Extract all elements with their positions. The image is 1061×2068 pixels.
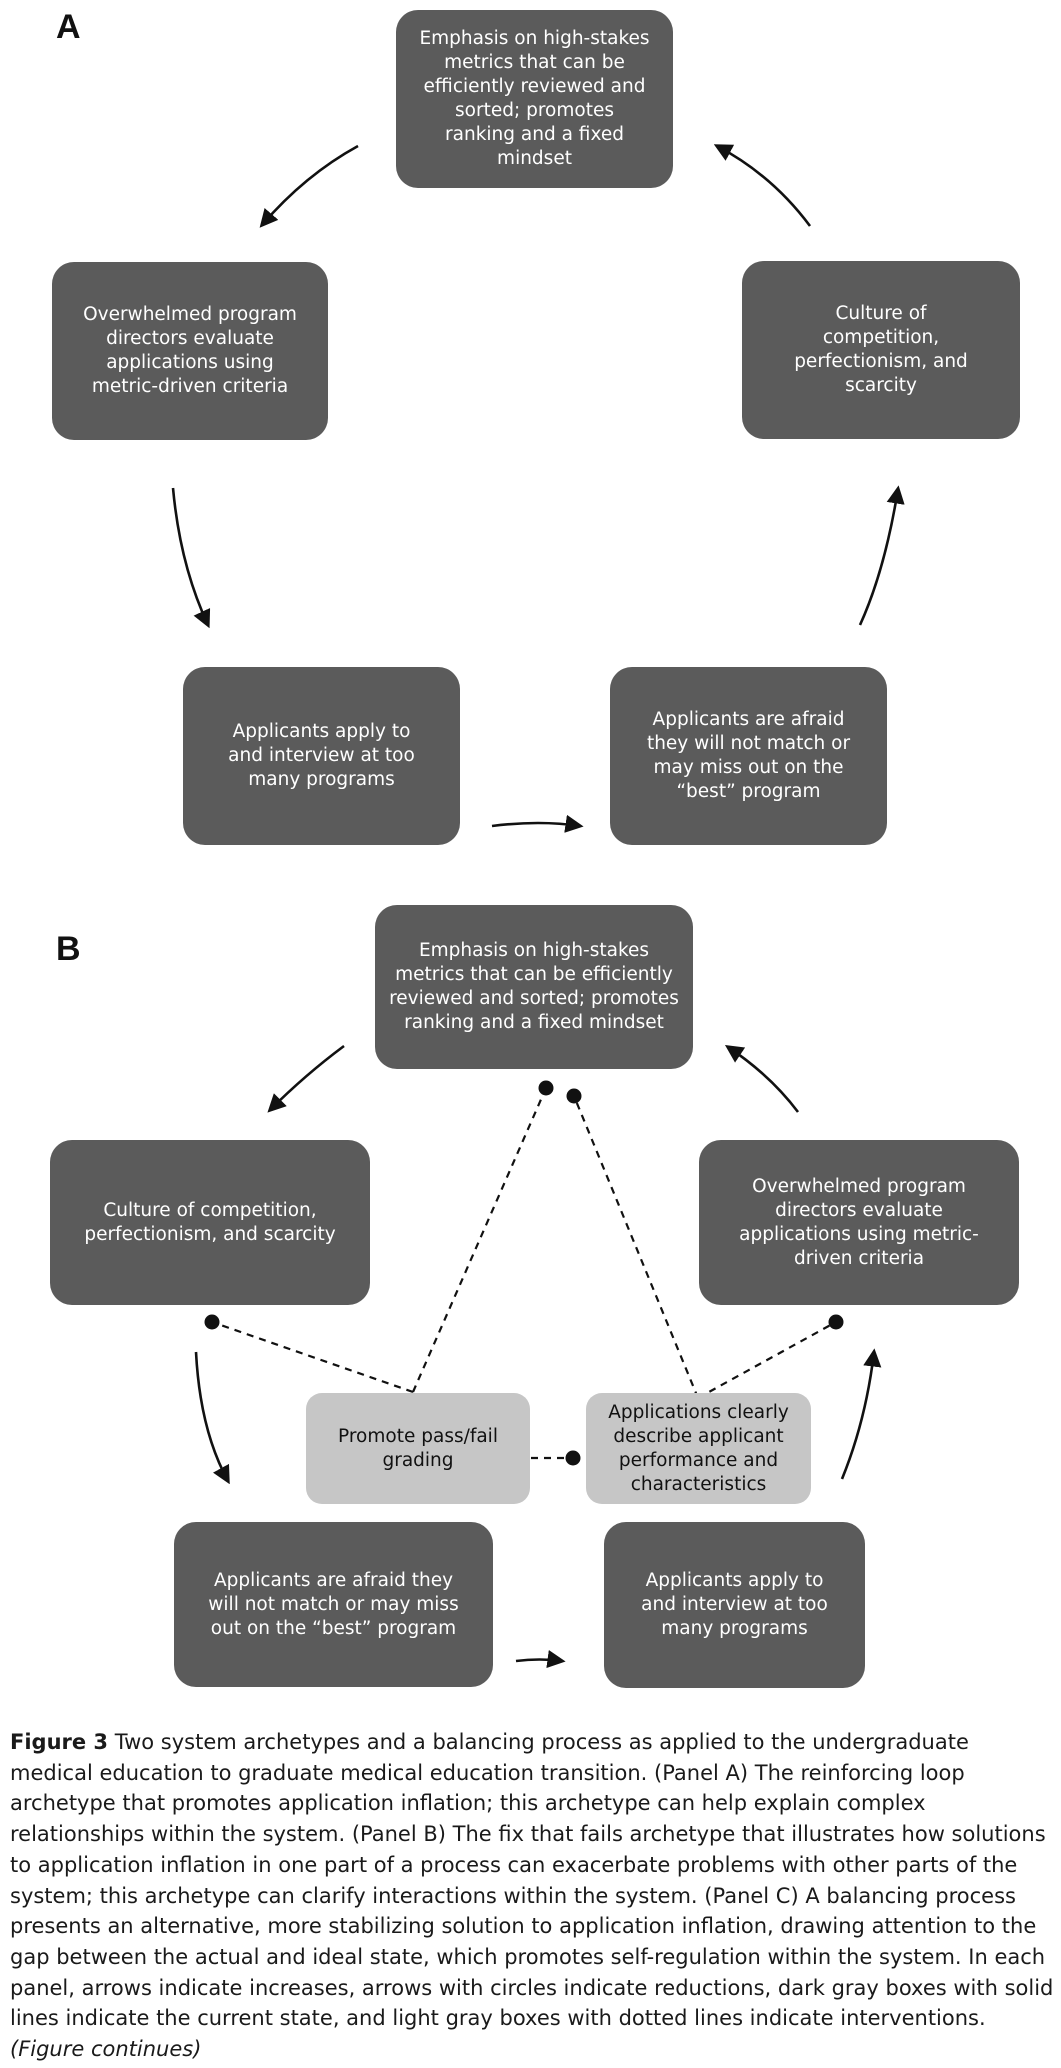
panel-b-afraid-box: Applicants are afraid they will not matc… xyxy=(174,1522,493,1687)
reduction-dot-emphasis-right xyxy=(566,1088,582,1104)
dashed-describe-to-emphasis xyxy=(572,1095,700,1399)
panel-b-describe-box: Applications clearly describe applicant … xyxy=(586,1393,811,1504)
arrow-a-emphasis-to-overwhelmed xyxy=(259,144,359,228)
panel-a-emphasis-box: Emphasis on high-stakes metrics that can… xyxy=(396,10,673,188)
dashed-passfail-to-emphasis xyxy=(411,1087,548,1393)
arrow-b-culture-to-afraid xyxy=(194,1351,230,1485)
figure-caption-label: Figure 3 xyxy=(10,1730,109,1754)
dashed-describe-to-overwhelmed xyxy=(697,1321,837,1399)
panel-a-apply-box: Applicants apply to and interview at too… xyxy=(183,667,460,845)
panel-a-culture-box: Culture of competition, perfectionism, a… xyxy=(742,261,1020,439)
figure-continues-note: (Figure continues) xyxy=(10,2037,202,2062)
panel-a-afraid-box: Applicants are afraid they will not matc… xyxy=(610,667,887,845)
arrow-a-culture-to-emphasis xyxy=(713,144,812,227)
reduction-dot-emphasis-left xyxy=(538,1080,554,1096)
arrow-b-emphasis-to-culture xyxy=(267,1044,345,1113)
panel-a-label: A xyxy=(56,8,81,46)
reduction-dot-culture xyxy=(204,1314,220,1330)
panel-b-overwhelmed-box: Overwhelmed program directors evaluate a… xyxy=(699,1140,1019,1305)
figure-caption-text: Two system archetypes and a balancing pr… xyxy=(10,1730,1054,2031)
dashed-passfail-to-culture xyxy=(211,1320,414,1394)
panel-b-culture-box: Culture of competition, perfectionism, a… xyxy=(50,1140,370,1305)
reduction-dot-describe xyxy=(565,1450,581,1466)
figure-caption: Figure 3 Two system archetypes and a bal… xyxy=(10,1727,1055,2065)
panel-b-apply-box: Applicants apply to and interview at too… xyxy=(604,1522,865,1688)
panel-b-label: B xyxy=(56,930,81,968)
panel-a-overwhelmed-box: Overwhelmed program directors evaluate a… xyxy=(52,262,328,440)
arrow-a-afraid-to-culture xyxy=(858,485,905,626)
panel-b-emphasis-box: Emphasis on high-stakes metrics that can… xyxy=(375,905,693,1069)
panel-b-passfail-box: Promote pass/fail grading xyxy=(306,1393,530,1504)
reduction-dot-overwhelmed xyxy=(828,1314,844,1330)
arrow-a-overwhelmed-to-apply xyxy=(171,487,211,629)
arrow-b-afraid-to-apply xyxy=(515,1650,566,1669)
arrow-b-overwhelmed-to-emphasis xyxy=(724,1044,800,1113)
arrow-a-apply-to-afraid xyxy=(491,814,584,833)
arrow-b-apply-to-overwhelmed xyxy=(840,1348,882,1480)
